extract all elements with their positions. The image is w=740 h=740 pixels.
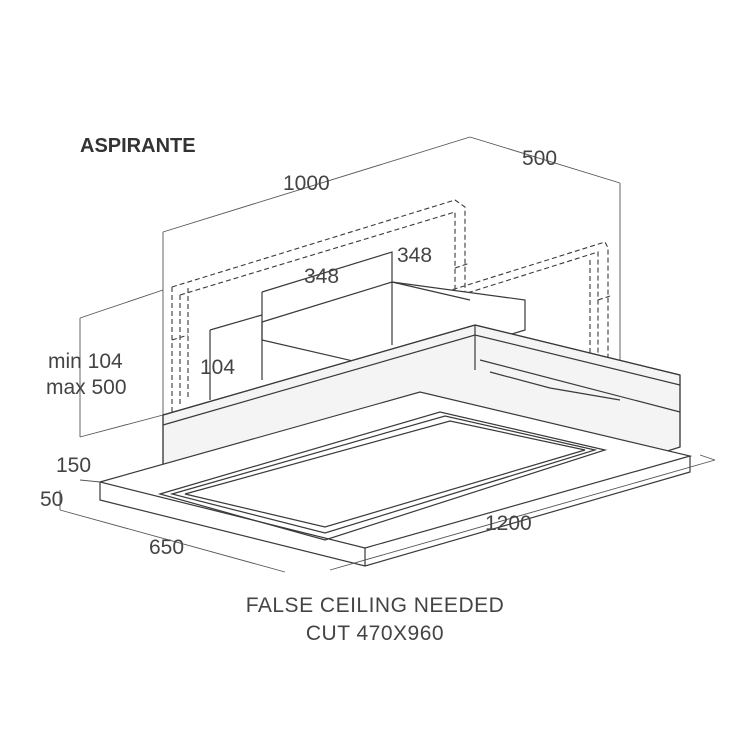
drawing-title: ASPIRANTE [80, 135, 196, 157]
ceiling-box-outline [79, 136, 621, 460]
dimension-panel-height-50: 50 [40, 488, 63, 511]
dimension-width-1000: 1000 [283, 172, 330, 195]
dimension-motor-height-104: 104 [200, 356, 235, 379]
note-line-2: CUT 470X960 [306, 622, 444, 645]
dimension-height-max: max 500 [46, 376, 127, 399]
dimension-panel-depth-650: 650 [149, 536, 184, 559]
dimension-motor-depth-348: 348 [397, 244, 432, 267]
dimension-height-min: min 104 [48, 350, 123, 373]
dimension-body-height-150: 150 [56, 454, 91, 477]
glass-panel [97, 391, 693, 567]
dimension-motor-width-348: 348 [304, 265, 339, 288]
dimension-depth-500: 500 [522, 147, 557, 170]
dimension-panel-width-1200: 1200 [485, 512, 532, 535]
note-line-1: FALSE CEILING NEEDED [246, 594, 505, 617]
panel-dimension-lines [59, 454, 716, 573]
